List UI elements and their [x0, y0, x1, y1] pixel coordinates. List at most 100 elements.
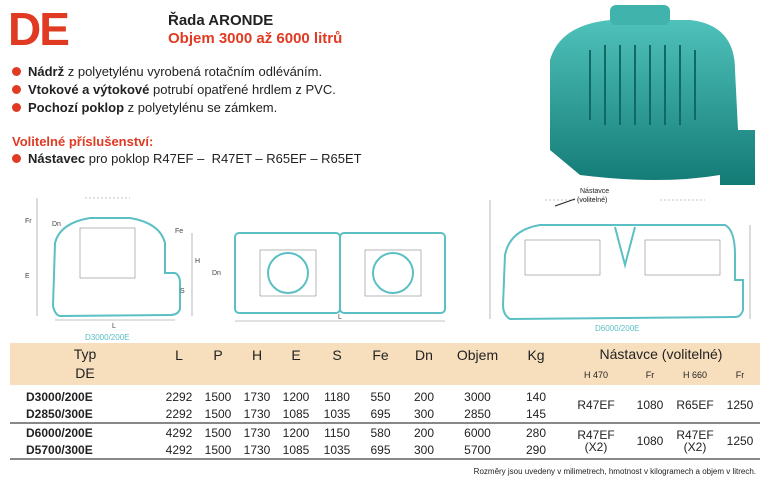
- cell-dn: 300: [403, 405, 445, 424]
- bullet-icon: [12, 67, 21, 76]
- cell-p: 1500: [198, 441, 238, 460]
- cell-objem: 3000: [464, 389, 491, 404]
- cell-h470: R47EF: [562, 388, 630, 424]
- cell-kg: 280: [525, 425, 547, 440]
- col-objem: Objem: [445, 343, 510, 385]
- cell-e: 1085: [276, 405, 316, 424]
- dim-fr-label: Fr: [25, 218, 32, 225]
- volume-range: Objem 3000 až 6000 litrů: [168, 30, 343, 47]
- cell-typ: D2850/300E: [10, 405, 160, 424]
- cell-fe: 695: [358, 441, 403, 460]
- cell-p: 1500: [198, 405, 238, 424]
- product-code-logo: DE: [8, 3, 70, 55]
- tank-photo: [550, 5, 755, 185]
- table-row: D6000/200E 4292 1500 1730 1200 1150 580 …: [10, 423, 760, 460]
- diagram-label-large: D6000/200E: [595, 324, 639, 333]
- optional-accessories-title: Volitelné příslušenství:: [12, 134, 154, 149]
- cell-objem: 5700: [445, 441, 510, 460]
- cell-kg: 145: [510, 405, 562, 424]
- nastavce-note: Nástavce: [580, 188, 609, 195]
- dim-l-label: L: [338, 314, 342, 321]
- dim-e-label: E: [25, 273, 30, 280]
- cell-h: 1730: [238, 405, 276, 424]
- cell-fe: 580: [370, 425, 391, 440]
- cell-objem: 2850: [445, 405, 510, 424]
- cell-s: 1035: [316, 441, 358, 460]
- col-h470: H 470: [562, 365, 630, 385]
- cell-h660: R65EF: [670, 388, 720, 424]
- cell-s: 1150: [324, 425, 350, 440]
- cell-typ: D5700/300E: [10, 441, 160, 460]
- cell-h660-qty: (X2): [683, 440, 707, 454]
- col-dn: Dn: [403, 343, 445, 385]
- col-e: E: [276, 343, 316, 385]
- cell-fe: 550: [370, 389, 391, 404]
- cell-fr2: 1250: [720, 423, 760, 460]
- cell-e: 1200: [282, 425, 310, 440]
- table-row: D3000/200E 2292 1500 1730 1200 1180 550 …: [10, 388, 760, 424]
- cell-s: 1180: [324, 389, 350, 404]
- cell-l: 4292: [165, 425, 193, 440]
- feature-item: Nádrž z polyetylénu vyrobená rotačním od…: [12, 64, 322, 79]
- cell-e: 1085: [276, 441, 316, 460]
- cell-fr1: 1080: [630, 423, 670, 460]
- feature-text: potrubí opatřené hrdlem z PVC.: [149, 82, 336, 97]
- dim-l-label: L: [112, 323, 116, 330]
- optional-item: Nástavec pro poklop R47EF – R47ET – R65E…: [12, 151, 362, 166]
- col-fe: Fe: [358, 343, 403, 385]
- footnote: Rozměry jsou uvedeny v milimetrech, hmot…: [473, 467, 756, 476]
- cell-fe: 695: [358, 405, 403, 424]
- feature-bold: Nádrž: [28, 64, 65, 79]
- cell-h: 1730: [243, 425, 271, 440]
- feature-item: Vtokové a výtokové potrubí opatřené hrdl…: [12, 82, 336, 97]
- specs-table: Typ L P H E S Fe Dn Objem Kg Nástavce (v…: [10, 343, 760, 460]
- cell-h660: R47EF(X2): [670, 423, 720, 460]
- side-view-diagram-small: Fr Dn E H S Fe L D3000/200E: [25, 197, 200, 342]
- cell-e: 1200: [282, 389, 310, 404]
- cell-fr1: 1080: [630, 388, 670, 424]
- bullet-icon: [12, 103, 21, 112]
- cell-l: 2292: [160, 405, 198, 424]
- cell-h: 1730: [243, 389, 271, 404]
- cell-p: 1500: [204, 389, 232, 404]
- cell-typ: D3000/200E: [26, 389, 93, 404]
- cell-dn: 200: [413, 389, 435, 404]
- cell-dn: 200: [413, 425, 435, 440]
- feature-text: z polyetylénu vyrobená rotačním odlévání…: [64, 64, 323, 79]
- dim-h-label: H: [195, 258, 200, 265]
- cell-kg: 140: [525, 389, 547, 404]
- cell-fr2: 1250: [720, 388, 760, 424]
- cell-l: 2292: [165, 389, 193, 404]
- optional-text: pro poklop R47EF – R47ET – R65EF – R65ET: [85, 151, 362, 166]
- col-h660: H 660: [670, 365, 720, 385]
- table-header-row: Typ L P H E S Fe Dn Objem Kg Nástavce (v…: [10, 343, 760, 385]
- cell-h: 1730: [238, 441, 276, 460]
- feature-text: z polyetylénu se zámkem.: [124, 100, 278, 115]
- dim-dn-label: Dn: [52, 221, 61, 228]
- col-s: S: [316, 343, 358, 385]
- col-p: P: [198, 343, 238, 385]
- col-typ: Typ: [10, 343, 160, 365]
- col-kg: Kg: [510, 343, 562, 385]
- cell-h660-value: R47EF: [676, 428, 714, 442]
- dim-fe-label: Fe: [175, 228, 183, 235]
- cell-s: 1035: [316, 405, 358, 424]
- col-nastavce: Nástavce (volitelné): [562, 343, 760, 365]
- top-view-diagram: Dn L: [212, 232, 446, 322]
- diagram-label-small: D3000/200E: [85, 333, 129, 342]
- series-title: Řada ARONDE: [168, 12, 274, 29]
- cell-l: 4292: [160, 441, 198, 460]
- feature-item: Pochozí poklop z polyetylénu se zámkem.: [12, 100, 277, 115]
- cell-h470-qty: (X2): [584, 440, 608, 454]
- col-fr2: Fr: [720, 365, 760, 385]
- bullet-icon: [12, 154, 21, 163]
- bullet-icon: [12, 85, 21, 94]
- col-fr1: Fr: [630, 365, 670, 385]
- cell-typ: D6000/200E: [26, 425, 93, 440]
- dim-dn-label: Dn: [212, 270, 221, 277]
- optional-bold: Nástavec: [28, 151, 86, 166]
- cell-kg: 290: [510, 441, 562, 460]
- feature-bold: Vtokové a výtokové: [28, 82, 150, 97]
- nastavce-note-2: (volitelné): [577, 197, 607, 204]
- feature-bold: Pochozí poklop: [28, 100, 125, 115]
